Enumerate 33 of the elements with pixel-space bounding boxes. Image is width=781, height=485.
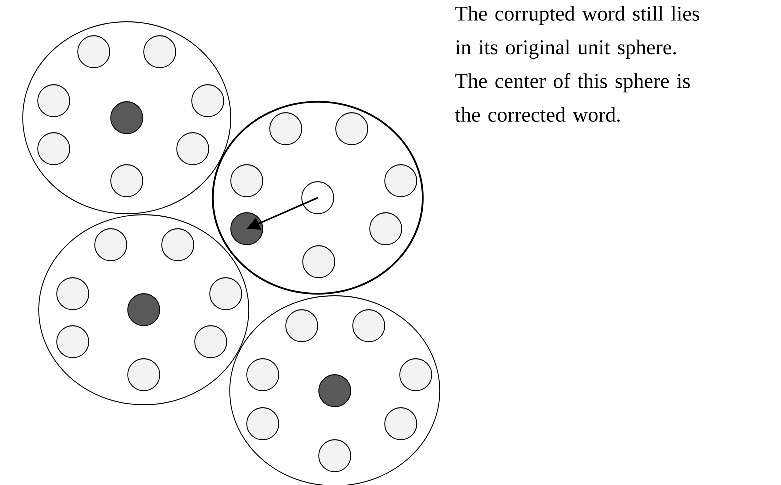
dot [38,132,70,166]
dot [384,164,418,198]
dot [78,36,110,68]
dot [230,164,264,198]
note-text: The corrupted word still lies in its original unit sphere. The center of this sphere is the corrected word. [455,6,700,122]
dot [192,84,224,118]
dot [144,36,176,68]
dot [370,212,402,246]
dot [110,102,144,134]
dot [110,164,144,198]
dot [176,132,210,166]
dot [210,278,242,310]
dot [400,358,432,392]
dot [246,408,280,440]
dot [302,182,334,214]
dot [194,326,228,358]
dot [246,358,280,392]
dot [56,278,90,310]
dot [270,112,302,146]
dot [128,358,160,392]
dot [318,374,352,408]
dot [38,84,70,118]
dot [230,212,264,246]
dot [352,310,386,342]
dot [128,294,160,326]
dot [318,440,352,472]
dot [162,228,194,262]
dot [384,408,418,440]
dot [94,228,128,262]
dot [56,326,90,358]
dot [336,112,368,146]
dot [286,310,318,342]
dot [302,246,336,278]
